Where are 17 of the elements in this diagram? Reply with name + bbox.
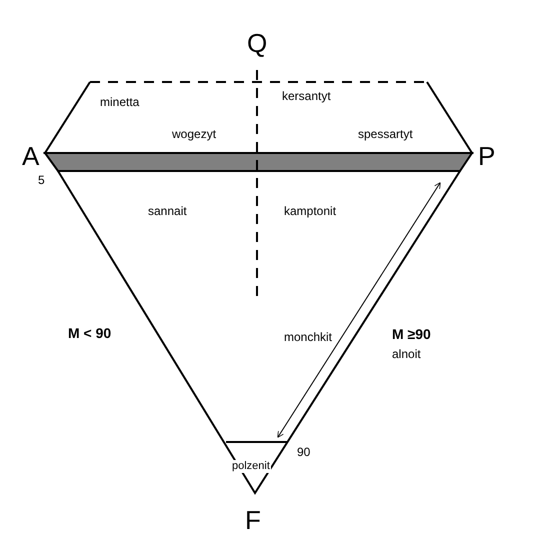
field-condition-label: M ≥90 <box>392 327 431 341</box>
vertex-label: P <box>478 143 496 169</box>
rock-name-label: sannait <box>148 205 187 217</box>
field-condition-label: M < 90 <box>68 326 112 340</box>
rock-name-label: 5 <box>38 174 45 186</box>
rock-name-label: alnoit <box>392 348 421 360</box>
rock-name-label: wogezyt <box>172 128 216 140</box>
vertex-label: A <box>22 143 40 169</box>
rock-name-label: monchkit <box>284 331 332 343</box>
rock-name-label: kamptonit <box>284 205 336 217</box>
rock-name-label: spessartyt <box>358 128 413 140</box>
rock-name-label: kersantyt <box>282 90 331 102</box>
rock-name-label: 90 <box>297 446 310 458</box>
vertex-label: F <box>245 507 261 533</box>
rock-name-label: polzenit <box>231 460 271 473</box>
rock-name-label: minetta <box>100 96 140 108</box>
vertex-label: Q <box>247 30 268 56</box>
